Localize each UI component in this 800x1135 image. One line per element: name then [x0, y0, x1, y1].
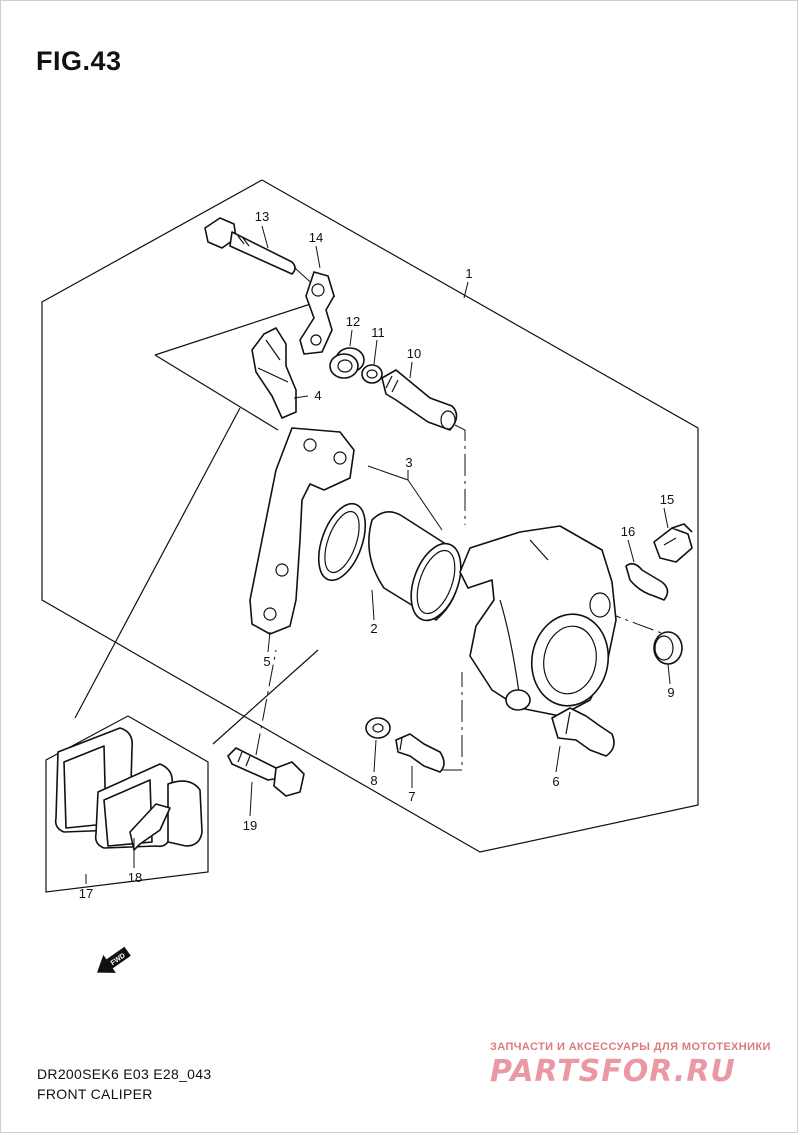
callout-7: 7: [408, 789, 415, 804]
section-name: FRONT CALIPER: [37, 1086, 153, 1102]
bolt-7-shape: [395, 733, 445, 773]
callout-8: 8: [370, 773, 377, 788]
fwd-label: FWD: [110, 952, 127, 967]
callout-17: 17: [79, 886, 93, 901]
figure-title: FIG.43: [36, 46, 122, 76]
callout-1: 1: [465, 266, 472, 281]
watermark-tagline: ЗАПЧАСТИ И АКСЕССУАРЫ ДЛЯ МОТОТЕХНИКИ: [490, 1041, 771, 1053]
inner-group-outline: [154, 295, 336, 356]
model-code: DR200SEK6 E03 E28_043: [37, 1066, 212, 1082]
callout-9: 9: [667, 685, 674, 700]
callout-2: 2: [370, 621, 377, 636]
retainer-4-shape: [251, 327, 297, 419]
caliper-body-shape: [459, 525, 617, 717]
callout-19: 19: [243, 818, 257, 833]
callout-18: 18: [128, 870, 142, 885]
callout-3: 3: [405, 455, 412, 470]
pad-group-outline: [74, 407, 241, 719]
leader-lines: [85, 225, 671, 884]
callout-10: 10: [407, 346, 421, 361]
guide-bolt-19: [255, 649, 277, 756]
callout-13: 13: [255, 209, 269, 224]
guide-pin-10: [454, 424, 466, 525]
bracket-5-shape: [249, 427, 355, 635]
guide-bolt-7: [440, 672, 463, 771]
callout-16: 16: [621, 524, 635, 539]
callout-4: 4: [314, 388, 321, 403]
bolt-13-shape: [204, 217, 296, 275]
pad-group-outline-2: [212, 649, 319, 745]
watermark-logo: PARTSFOR.RU: [490, 1054, 736, 1089]
callout-12: 12: [346, 314, 360, 329]
pad-set-17-shape: [45, 715, 209, 893]
boot-12-shape: [329, 347, 365, 379]
callout-14: 14: [309, 230, 323, 245]
ring-11-shape: [361, 364, 383, 384]
assembly-1-outline: [41, 179, 699, 853]
callout-5: 5: [263, 654, 270, 669]
inner-group-outline-2: [154, 354, 279, 431]
bleeder-15-shape: [653, 523, 693, 563]
callout-15: 15: [660, 492, 674, 507]
callout-6: 6: [552, 774, 559, 789]
plug-9-shape: [653, 631, 683, 665]
callout-11: 11: [371, 325, 385, 340]
bolt-6-shape: [551, 707, 615, 757]
seal-3-shape: [317, 502, 367, 582]
cap-16-shape: [625, 562, 669, 601]
pin-10-shape: [381, 369, 458, 431]
fwd-arrow-icon: FWD: [97, 946, 131, 973]
clip-14-shape: [299, 271, 335, 355]
washer-8-shape: [365, 717, 391, 739]
piston-2-shape: [368, 511, 462, 622]
bolt-19-shape: [227, 747, 305, 797]
